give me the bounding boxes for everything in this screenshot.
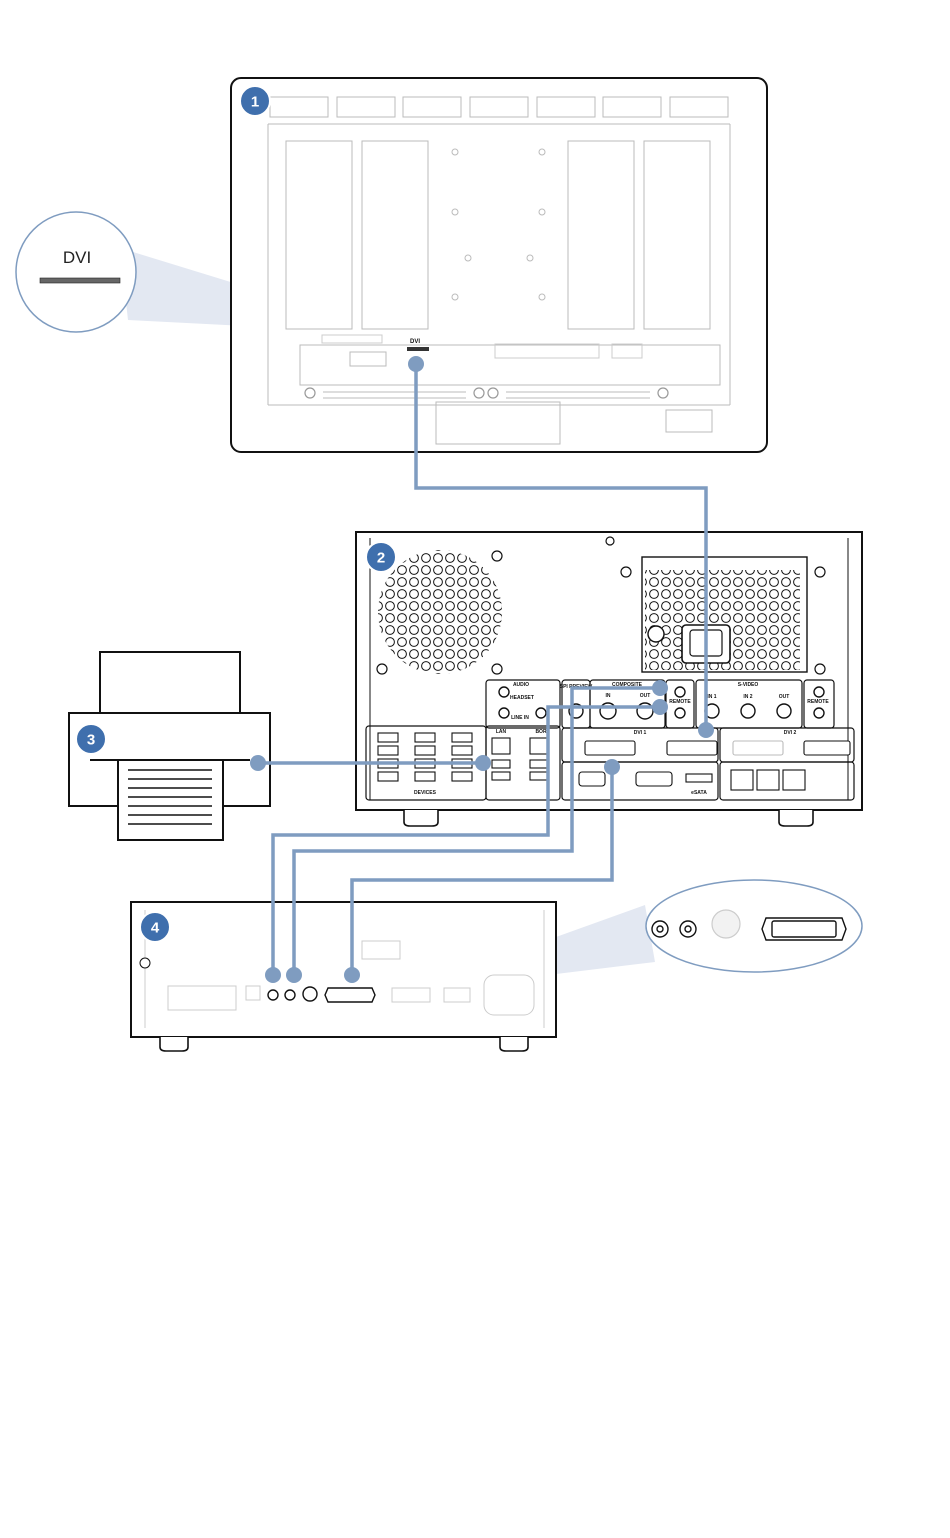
recorder-device: 4	[131, 902, 556, 1051]
monitor-device: DVI 1	[231, 78, 767, 452]
label-esata: eSATA	[691, 790, 707, 796]
label-svideo-in1: IN 1	[707, 694, 716, 700]
badge-system: 2	[366, 542, 396, 572]
label-headset: HEADSET	[510, 695, 534, 701]
label-composite-in: IN	[606, 693, 611, 699]
printer-device: 3	[69, 652, 270, 840]
badge-recorder: 4	[140, 912, 170, 942]
label-composite-out: OUT	[640, 693, 651, 699]
svg-text:3: 3	[87, 732, 95, 749]
label-dvi1: DVI 1	[634, 730, 647, 736]
label-audio: AUDIO	[513, 682, 529, 688]
label-line-in: LINE IN	[511, 715, 529, 721]
label-dvi2: DVI 2	[784, 730, 797, 736]
label-lan: LAN	[496, 729, 507, 735]
monitor-dvi-port	[407, 347, 429, 351]
badge-printer: 3	[76, 724, 106, 754]
label-svideo-out: OUT	[779, 694, 790, 700]
badge-monitor: 1	[240, 86, 270, 116]
label-remote-2: REMOTE	[807, 699, 829, 705]
svg-text:2: 2	[377, 550, 385, 567]
label-remote-1: REMOTE	[669, 699, 691, 705]
monitor-dvi-label: DVI	[410, 339, 420, 345]
callout-dvi-port	[40, 278, 120, 283]
svg-text:4: 4	[151, 920, 160, 937]
label-devices: DEVICES	[414, 790, 437, 796]
svg-text:1: 1	[251, 94, 259, 111]
system-unit-device: AUDIO HEADSET LINE IN SPI PREVIEW COMPOS…	[356, 532, 862, 826]
label-svideo: S-VIDEO	[738, 682, 759, 688]
label-bor: BOR	[535, 729, 547, 735]
label-svideo-in2: IN 2	[743, 694, 752, 700]
callout-dvi-label: DVI	[63, 248, 91, 267]
